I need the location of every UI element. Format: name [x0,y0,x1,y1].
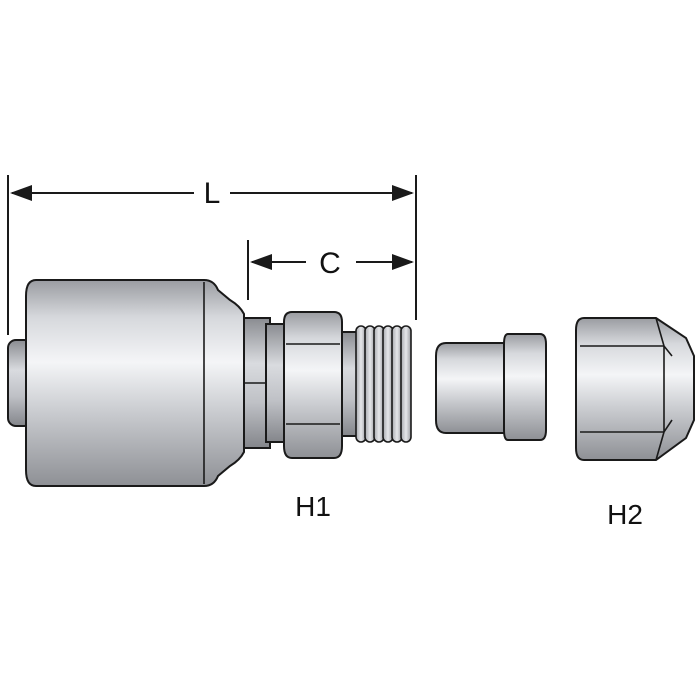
arrowhead-c-right [392,254,414,270]
arrowhead-c-left [250,254,272,270]
arrowhead-l-left [10,185,32,201]
hex-nut-h1 [283,311,343,459]
dimension-c [247,240,414,300]
dimension-label-c: C [319,247,341,280]
swivel-nut-h2 [575,317,695,461]
sleeve-nose [435,342,513,434]
dimension-label-l: L [204,177,221,210]
swivel-nut-facets [580,317,673,461]
swivel-nut-body [575,317,695,461]
dimension-l [7,175,417,335]
threads [355,325,412,443]
label-h2: H2 [607,499,643,530]
hex-nut-h1-facets [286,343,340,425]
sleeve-collar [503,333,547,441]
arrowhead-l-right [392,185,414,201]
sleeve [435,333,547,441]
hose-fitting-body [7,279,412,487]
label-h1: H1 [295,491,331,522]
ferrule [25,279,245,487]
